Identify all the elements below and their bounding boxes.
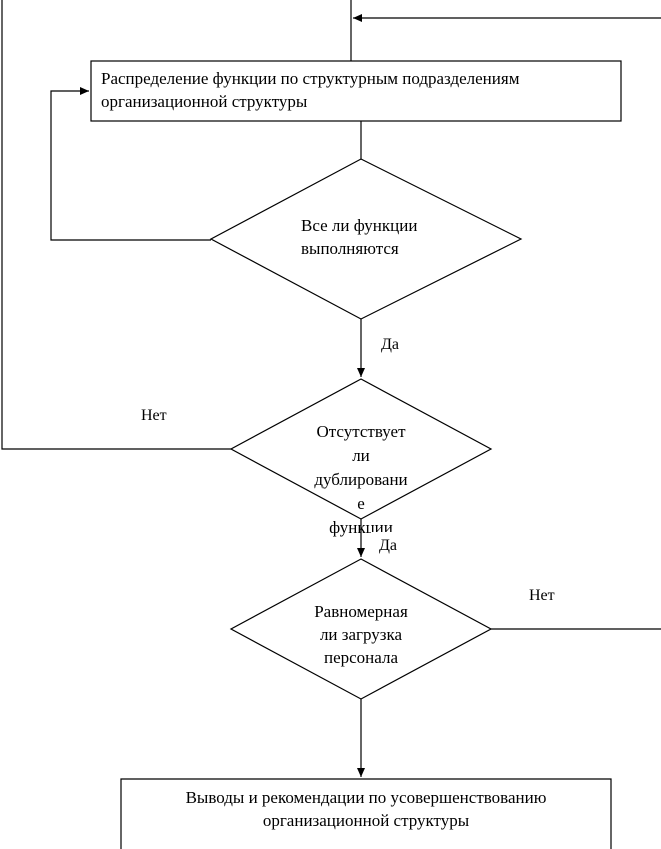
process-conclusions-line1: Выводы и рекомендации по усовершенствова…	[185, 788, 547, 807]
decision-all-functions-text: Все ли функции выполняются	[290, 214, 450, 260]
decision-even-load-line2: ли загрузка	[319, 625, 403, 644]
label-no-2: Нет	[511, 580, 611, 612]
process-box-distribute	[90, 60, 622, 122]
decision-all-functions-line2: выполняются	[301, 239, 399, 258]
process-box-conclusions	[120, 778, 612, 849]
label-no-1: Нет	[121, 401, 213, 431]
decision-even-load-text: Равномерная ли загрузка персонала	[281, 600, 441, 669]
process-distribute-text: Распределение функции по структурным под…	[101, 69, 520, 111]
decision-no-duplication-line3: дублировани	[314, 470, 408, 489]
decision-no-duplication-line4: е	[357, 494, 365, 513]
process-conclusions-text: Выводы и рекомендации по усовершенствова…	[121, 786, 611, 832]
decision-even-load-line1: Равномерная	[314, 602, 408, 621]
decision-no-duplication-line2: ли	[352, 446, 370, 465]
connector-left-inner-loop	[50, 87, 211, 241]
connector-left-outer-loop	[1, 0, 231, 450]
decision-no-duplication-text: Отсутствует ли дублировани е функции	[281, 420, 441, 540]
label-yes-2: Да	[371, 532, 449, 560]
decision-even-load-line3: персонала	[323, 648, 398, 667]
label-yes-1: Да	[371, 331, 451, 359]
process-conclusions-line2: организационной структуры	[262, 811, 470, 830]
decision-no-duplication-line1: Отсутствует	[316, 422, 406, 441]
decision-all-functions-line1: Все ли функции	[301, 216, 418, 235]
